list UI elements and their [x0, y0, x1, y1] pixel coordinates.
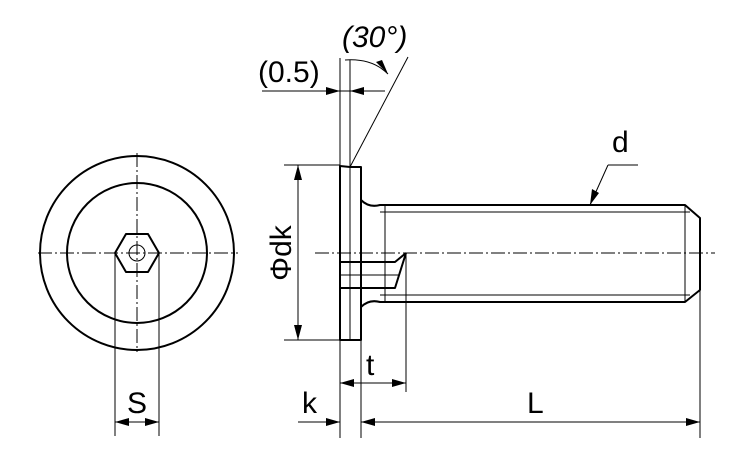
thread-leader-arrow	[590, 189, 599, 205]
dk-arrow-bottom	[294, 325, 302, 340]
socket-section	[340, 252, 407, 289]
chamfer-arrow-left	[326, 87, 340, 95]
end-view: S	[38, 153, 238, 436]
socket-depth-label: t	[366, 349, 375, 382]
head-diameter-label: Φdk	[265, 224, 298, 281]
l-arrow-right	[686, 418, 700, 426]
dk-arrow-top	[294, 165, 302, 180]
dimensions: Φdk (0.5) (30°) d t k L	[258, 21, 701, 438]
angle-leader-line	[349, 56, 409, 168]
t-arrow-left	[340, 379, 354, 387]
length-label: L	[527, 387, 544, 420]
head-height-label: k	[302, 387, 318, 420]
l-arrow-left	[361, 418, 375, 426]
chamfer-label: (0.5)	[258, 56, 320, 89]
angle-arc	[344, 59, 389, 75]
s-arrow-left	[115, 418, 129, 426]
screw-shank	[360, 199, 701, 308]
s-arrow-right	[145, 418, 159, 426]
hex-size-label: S	[127, 387, 147, 420]
angle-arrow	[376, 60, 388, 74]
t-arrow-right	[392, 379, 406, 387]
angle-label: (30°)	[342, 21, 407, 54]
thread-label: d	[612, 126, 629, 159]
k-arrow	[326, 418, 340, 426]
side-view	[315, 165, 715, 341]
chamfer-arrow-right	[350, 87, 364, 95]
